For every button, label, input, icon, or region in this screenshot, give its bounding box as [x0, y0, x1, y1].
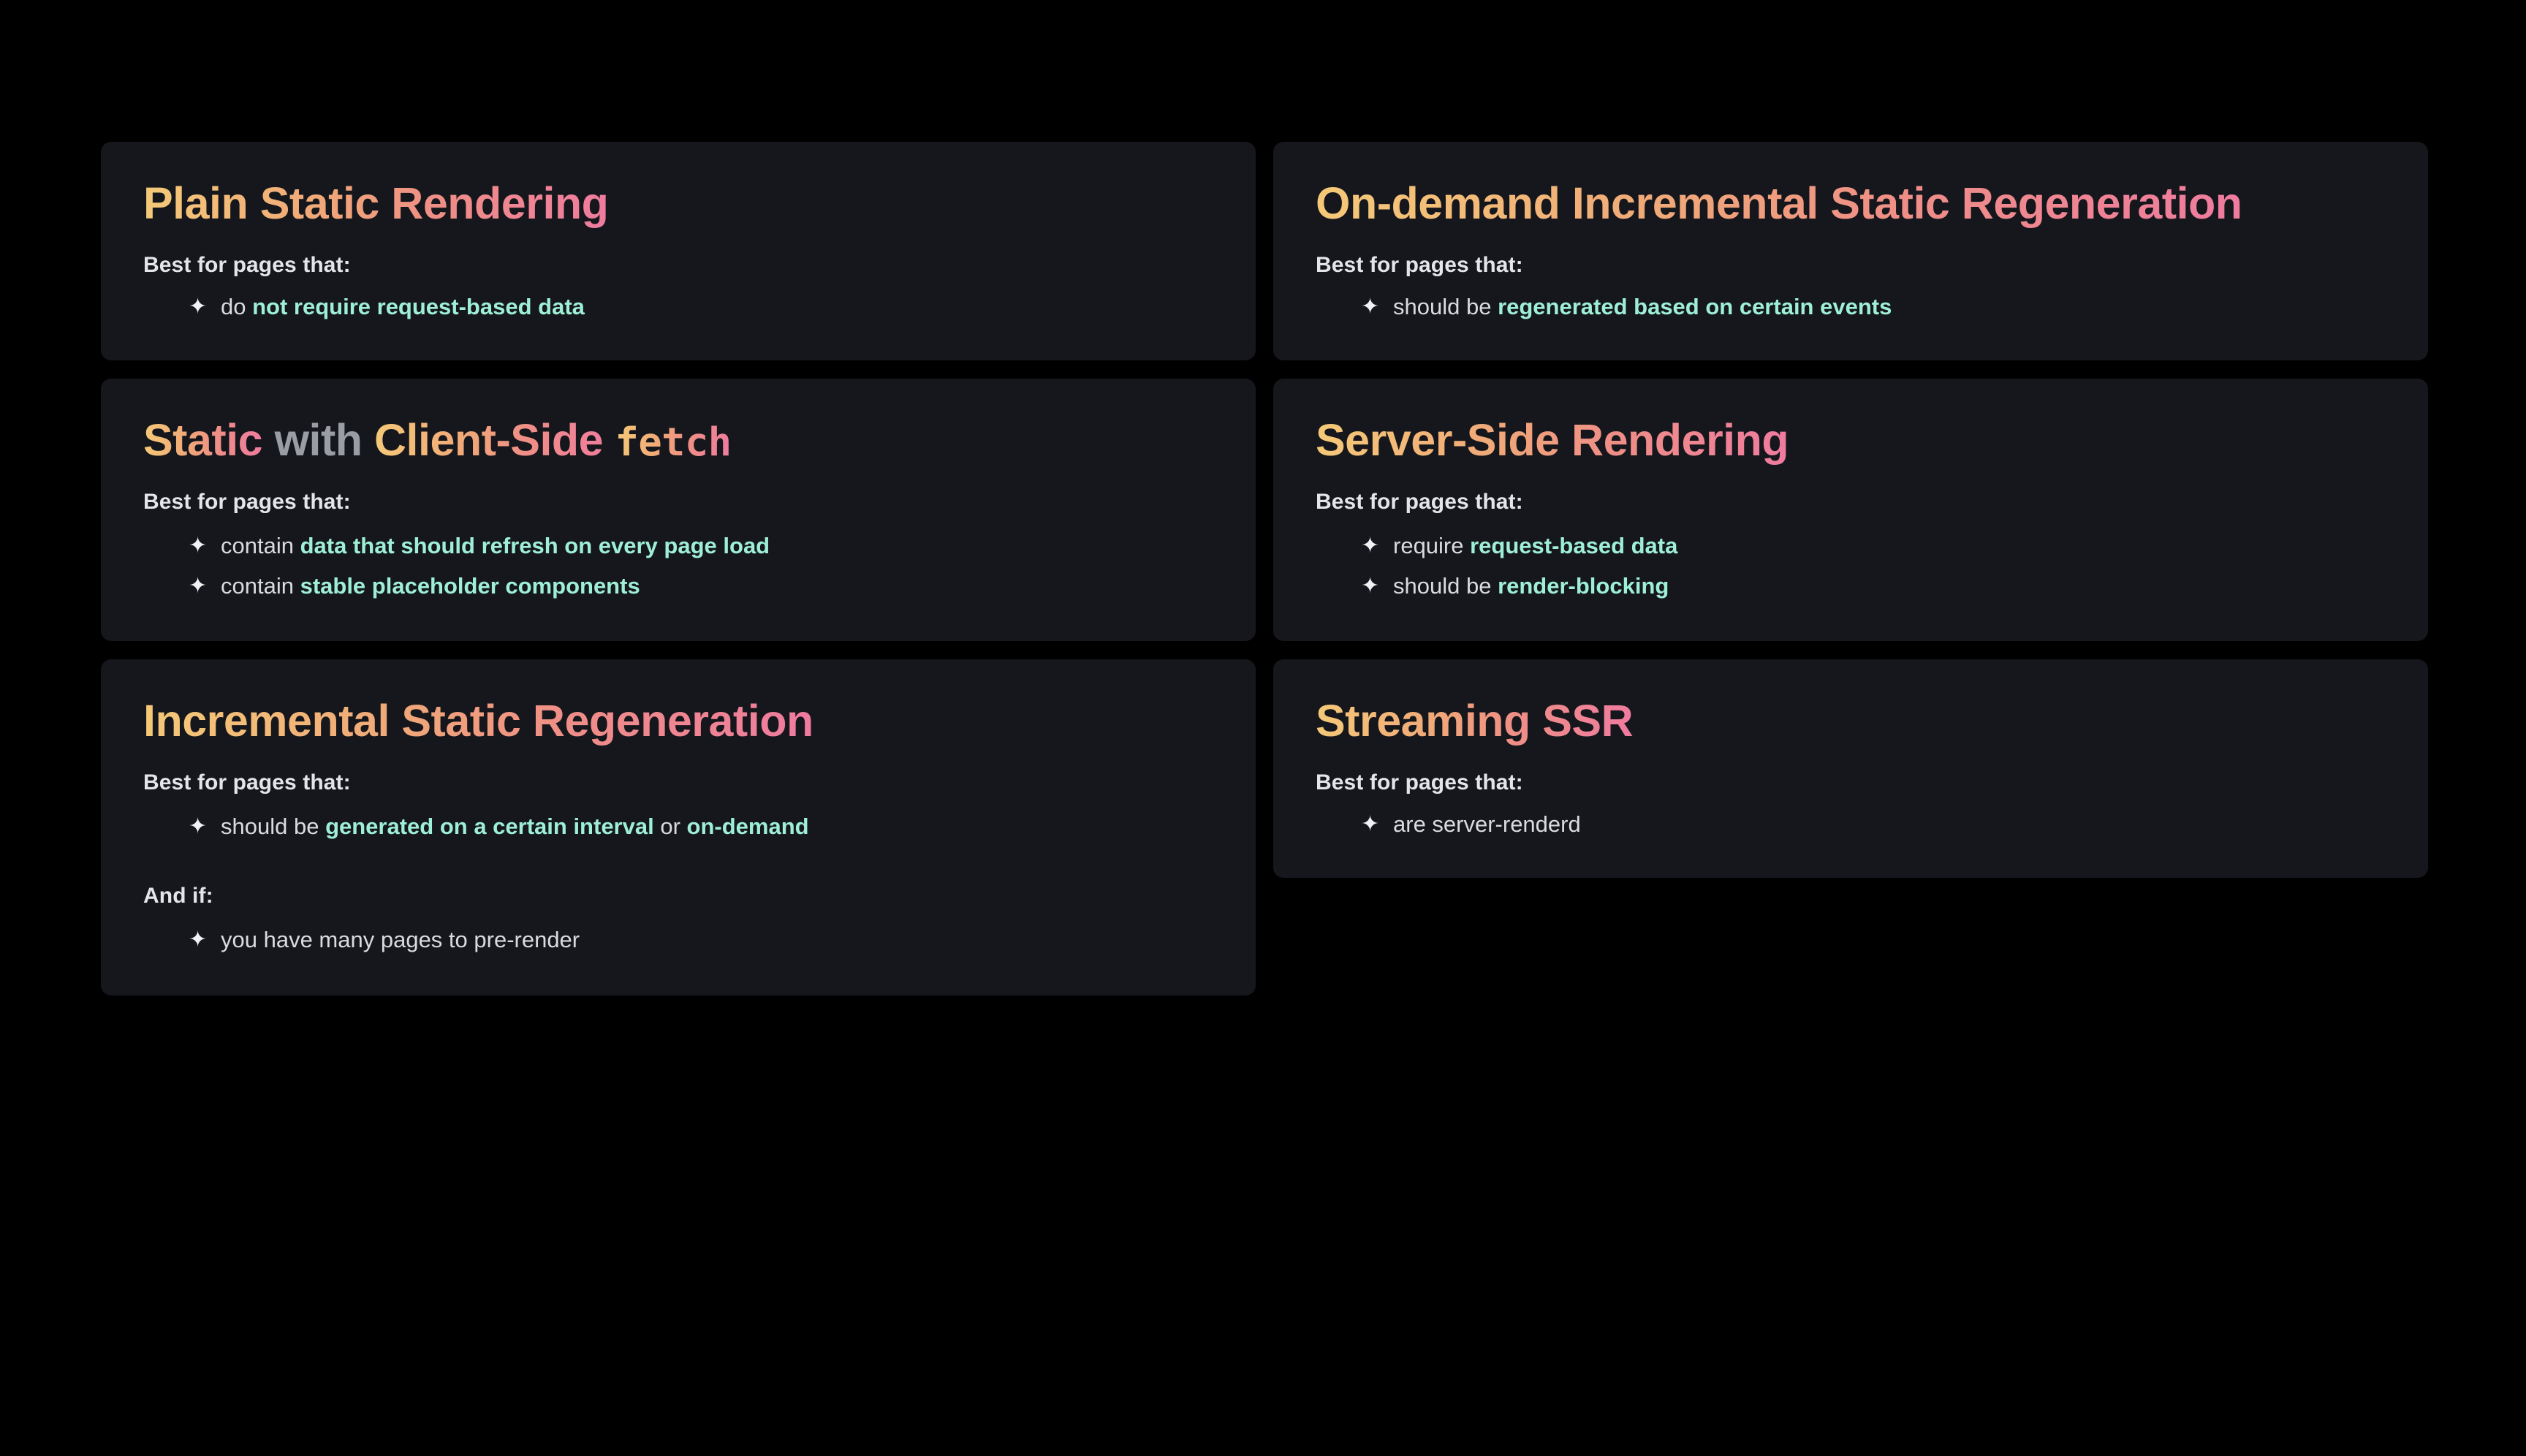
list-item-text: are server-renderd: [1393, 810, 1581, 840]
list-item: ✦ contain data that should refresh on eve…: [143, 526, 1213, 566]
title-segment: Client-Side: [374, 414, 615, 465]
section-heading-best-for: Best for pages that:: [143, 770, 351, 795]
bullet-list: ✦ you have many pages to pre-render: [143, 920, 1213, 960]
list-item: ✦ contain stable placeholder components: [143, 566, 1213, 607]
sparkle-icon: ✦: [1361, 294, 1380, 319]
title-segment: Server-Side Rendering: [1316, 414, 1789, 465]
title-segment: On-demand Incremental Static Regeneratio…: [1316, 178, 2242, 228]
plain-phrase: require: [1393, 532, 1471, 558]
list-item-text: should be regenerated based on certain e…: [1393, 292, 1892, 322]
card-title: Static with Client-Side fetch: [143, 414, 1213, 465]
sparkle-icon: ✦: [1361, 573, 1380, 598]
section-heading-best-for: Best for pages that:: [143, 489, 351, 514]
list-item: ✦ require request-based data: [1316, 526, 2386, 566]
bullet-list: ✦ do not require request-based data: [143, 289, 1213, 325]
plain-phrase: do: [221, 293, 253, 319]
title-segment: fetch: [615, 418, 732, 465]
card-on-demand-incremental-static-regeneration: On-demand Incremental Static Regeneratio…: [1273, 142, 2428, 360]
list-item-text: contain stable placeholder components: [221, 572, 640, 602]
highlighted-phrase: on-demand: [686, 814, 809, 840]
sparkle-icon: ✦: [1361, 533, 1380, 558]
sparkle-icon: ✦: [189, 573, 208, 598]
sparkle-icon: ✦: [189, 814, 208, 839]
card-title: Server-Side Rendering: [1316, 414, 2386, 465]
list-item-text: contain data that should refresh on ever…: [221, 531, 770, 561]
card-title: Streaming SSR: [1316, 697, 2386, 746]
list-item-text: should be render-blocking: [1393, 572, 1669, 602]
section-heading-best-for: Best for pages that:: [1316, 252, 1523, 277]
card-title: Plain Static Rendering: [143, 178, 1213, 228]
bullet-list: ✦ require request-based data ✦ should be re…: [1316, 526, 2386, 607]
plain-phrase: you have many pages to pre-render: [221, 927, 580, 953]
plain-phrase: should be: [221, 814, 326, 840]
title-segment: Streaming SSR: [1316, 696, 1634, 746]
plain-phrase: should be: [1393, 293, 1498, 319]
plain-phrase: are server-renderd: [1393, 811, 1581, 838]
title-segment: Incremental Static Regeneration: [143, 696, 813, 746]
sparkle-icon: ✦: [189, 294, 208, 319]
list-item-text: require request-based data: [1393, 531, 1677, 561]
highlighted-phrase: render-blocking: [1498, 572, 1669, 599]
section-heading-and-if: And if:: [143, 884, 213, 909]
sparkle-icon: ✦: [189, 928, 208, 952]
sparkle-icon: ✦: [1361, 812, 1380, 837]
list-item: ✦ are server-renderd: [1316, 807, 2386, 843]
section-heading-best-for: Best for pages that:: [1316, 489, 1523, 514]
bullet-list: ✦ are server-renderd: [1316, 807, 2386, 843]
bullet-list: ✦ should be generated on a certain interv…: [143, 807, 1213, 847]
highlighted-phrase: not require request-based data: [252, 293, 585, 319]
list-item-text: should be generated on a certain interva…: [221, 812, 809, 842]
section-heading-best-for: Best for pages that:: [143, 252, 351, 277]
list-item-text: you have many pages to pre-render: [221, 925, 580, 955]
highlighted-phrase: regenerated based on certain events: [1498, 293, 1892, 319]
highlighted-phrase: generated on a certain interval: [325, 814, 654, 840]
list-item: ✦ should be generated on a certain interv…: [143, 807, 1213, 847]
list-item-text: do not require request-based data: [221, 292, 585, 322]
title-segment: with: [262, 414, 374, 465]
plain-phrase: or: [653, 814, 687, 840]
title-segment: Plain Static Rendering: [143, 178, 609, 228]
highlighted-phrase: request-based data: [1470, 532, 1678, 558]
bullet-list: ✦ should be regenerated based on certain …: [1316, 289, 2386, 325]
card-title: Incremental Static Regeneration: [143, 697, 1213, 746]
plain-phrase: should be: [1393, 572, 1498, 599]
title-segment: Static: [143, 414, 263, 465]
list-item: ✦ you have many pages to pre-render: [143, 920, 1213, 960]
bullet-list: ✦ contain data that should refresh on eve…: [143, 526, 1213, 607]
list-item: ✦ do not require request-based data: [143, 289, 1213, 325]
highlighted-phrase: stable placeholder components: [300, 572, 640, 599]
plain-phrase: contain: [221, 572, 300, 599]
card-streaming-ssr: Streaming SSR Best for pages that: ✦ are se…: [1273, 659, 2428, 879]
section-heading-best-for: Best for pages that:: [1316, 770, 1523, 795]
plain-phrase: contain: [221, 532, 300, 558]
card-title: On-demand Incremental Static Regeneratio…: [1316, 178, 2386, 228]
highlighted-phrase: data that should refresh on every page l…: [300, 532, 770, 558]
list-item: ✦ should be regenerated based on certain …: [1316, 289, 2386, 325]
list-item: ✦ should be render-blocking: [1316, 566, 2386, 607]
sparkle-icon: ✦: [189, 533, 208, 558]
